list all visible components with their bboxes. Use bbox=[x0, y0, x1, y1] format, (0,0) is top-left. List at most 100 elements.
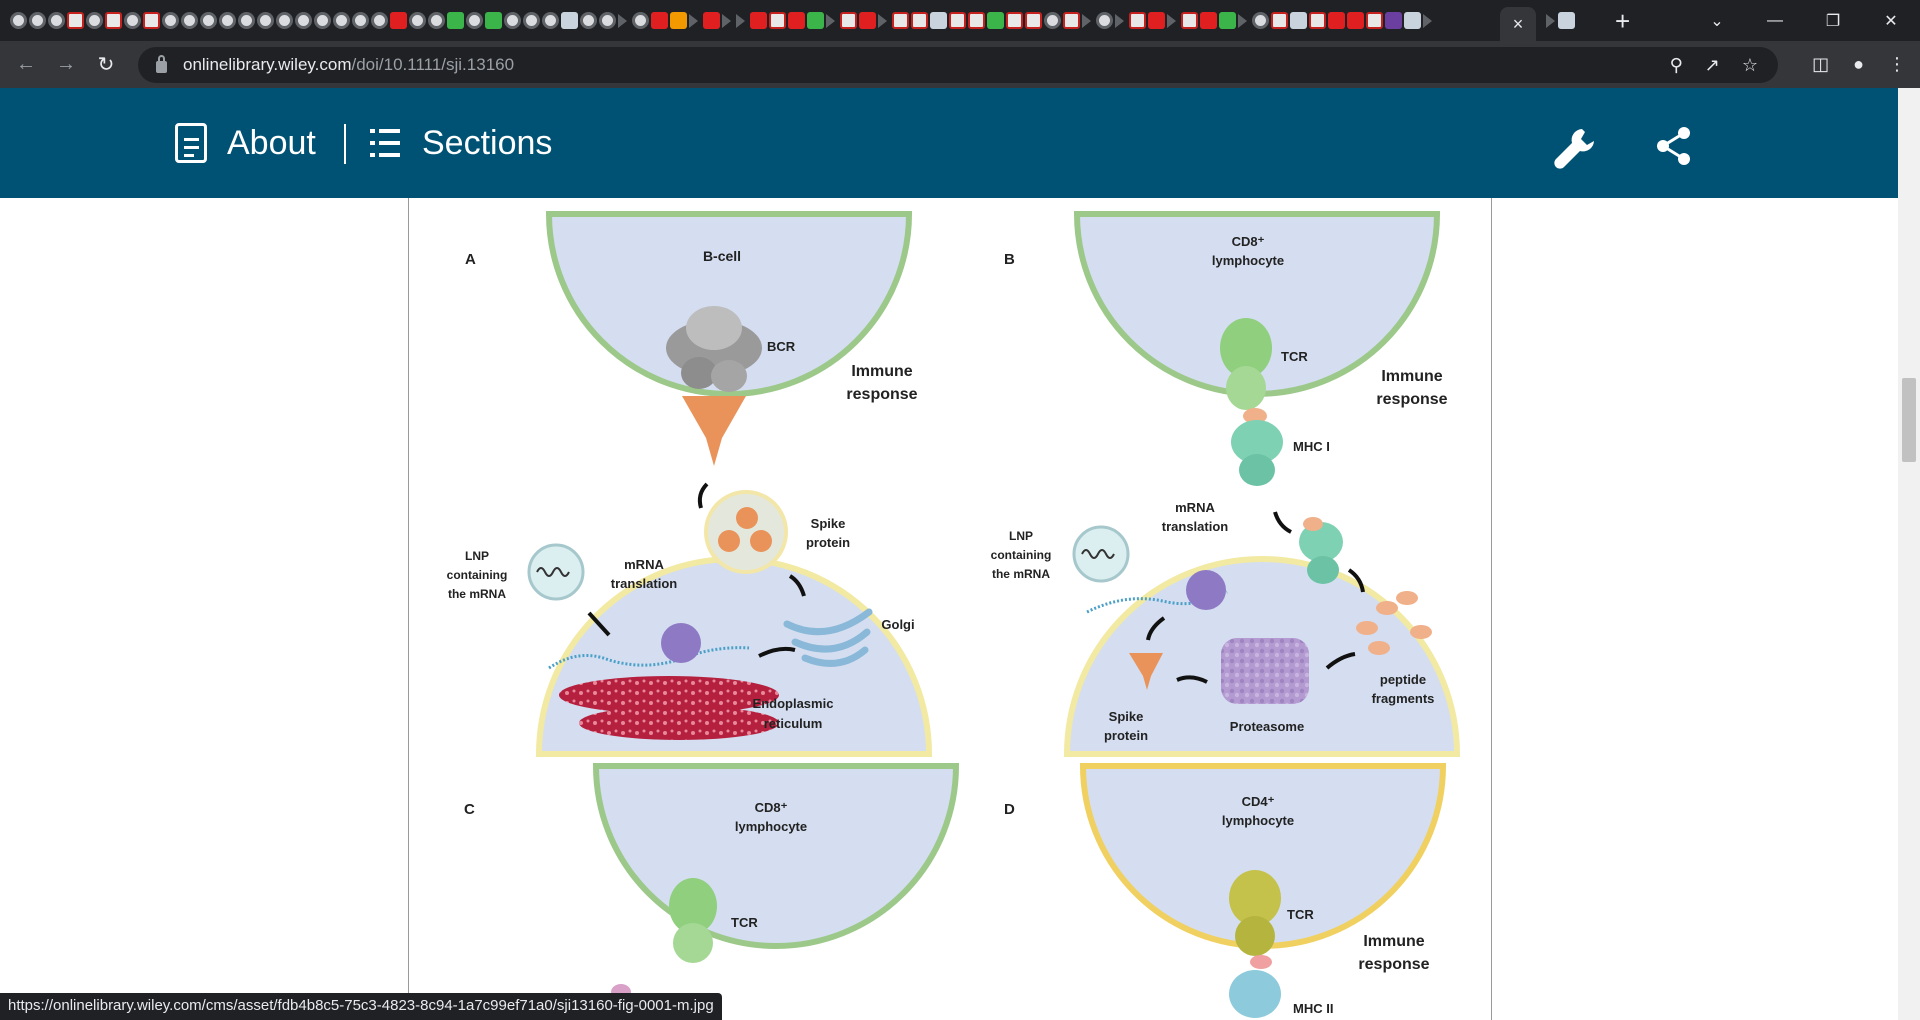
page-scrollbar-track[interactable] bbox=[1898, 88, 1920, 1020]
tab-favicon[interactable] bbox=[911, 12, 928, 29]
tab-favicon[interactable] bbox=[485, 12, 502, 29]
tab-favicon[interactable] bbox=[840, 12, 857, 29]
tab-favicon[interactable] bbox=[1238, 13, 1250, 28]
tab-favicon[interactable] bbox=[200, 12, 217, 29]
tab-favicon[interactable] bbox=[1096, 12, 1113, 29]
tab-favicon[interactable] bbox=[1219, 12, 1236, 29]
tab-favicon[interactable] bbox=[1309, 12, 1326, 29]
reload-icon[interactable]: ↻ bbox=[97, 54, 115, 76]
tab-search-icon[interactable]: ⌄ bbox=[1710, 12, 1724, 30]
tab-favicon[interactable] bbox=[1290, 12, 1307, 29]
tab-favicon[interactable] bbox=[333, 12, 350, 29]
tab-favicon[interactable] bbox=[736, 13, 748, 28]
new-tab-button[interactable]: + bbox=[1615, 5, 1631, 36]
tab-favicon[interactable] bbox=[632, 12, 649, 29]
back-icon[interactable]: ← bbox=[16, 53, 36, 75]
tab-favicon[interactable] bbox=[1546, 13, 1558, 28]
tab-favicon[interactable] bbox=[1063, 12, 1080, 29]
about-button[interactable]: About bbox=[175, 88, 316, 198]
tab-favicon[interactable] bbox=[428, 12, 445, 29]
page-scrollbar-thumb[interactable] bbox=[1902, 378, 1916, 462]
tab-favicon[interactable] bbox=[651, 12, 668, 29]
tab-favicon[interactable] bbox=[703, 12, 720, 29]
tab-favicon[interactable] bbox=[542, 12, 559, 29]
tab-favicon[interactable] bbox=[219, 12, 236, 29]
tab-favicon[interactable] bbox=[447, 12, 464, 29]
share-page-icon[interactable]: ↗ bbox=[1704, 54, 1720, 75]
share-icon[interactable] bbox=[1656, 126, 1692, 166]
tab-favicon[interactable] bbox=[295, 12, 312, 29]
figure-viewer[interactable]: A B-cell BCR Immune response LNP contain… bbox=[408, 198, 1492, 1020]
tab-favicon[interactable] bbox=[930, 12, 947, 29]
minimize-icon[interactable]: — bbox=[1767, 11, 1783, 29]
tab-favicon[interactable] bbox=[1558, 12, 1575, 29]
active-tab[interactable]: × bbox=[1500, 7, 1536, 41]
tab-favicon[interactable] bbox=[618, 13, 630, 28]
tab-favicon[interactable] bbox=[769, 12, 786, 29]
lock-icon[interactable] bbox=[156, 55, 167, 73]
tab-favicon[interactable] bbox=[314, 12, 331, 29]
tab-favicon[interactable] bbox=[788, 12, 805, 29]
tab-favicon[interactable] bbox=[670, 12, 687, 29]
tab-favicon[interactable] bbox=[352, 12, 369, 29]
tab-favicon[interactable] bbox=[1044, 12, 1061, 29]
tools-wrench-icon[interactable] bbox=[1552, 125, 1598, 171]
close-window-icon[interactable]: ✕ bbox=[1884, 12, 1898, 30]
tab-favicon[interactable] bbox=[1115, 13, 1127, 28]
tab-favicon[interactable] bbox=[807, 12, 824, 29]
tab-favicon[interactable] bbox=[1328, 12, 1345, 29]
tab-favicon[interactable] bbox=[1167, 13, 1179, 28]
zoom-icon[interactable]: ⚲ bbox=[1669, 54, 1683, 75]
tab-favicon[interactable] bbox=[48, 12, 65, 29]
tab-favicon[interactable] bbox=[1423, 13, 1435, 28]
tab-favicon[interactable] bbox=[181, 12, 198, 29]
tab-favicon[interactable] bbox=[987, 12, 1004, 29]
tab-favicon[interactable] bbox=[86, 12, 103, 29]
tab-favicon[interactable] bbox=[105, 12, 122, 29]
tab-favicon[interactable] bbox=[1252, 12, 1269, 29]
tab-favicon[interactable] bbox=[561, 12, 578, 29]
side-panel-icon[interactable]: ◫ bbox=[1812, 54, 1830, 74]
tab-favicon[interactable] bbox=[1404, 12, 1421, 29]
tab-favicon[interactable] bbox=[143, 12, 160, 29]
bookmark-star-icon[interactable]: ☆ bbox=[1741, 54, 1758, 75]
tab-favicon[interactable] bbox=[826, 13, 838, 28]
tab-favicon[interactable] bbox=[722, 13, 734, 28]
tab-favicon[interactable] bbox=[859, 12, 876, 29]
tab-favicon[interactable] bbox=[1181, 12, 1198, 29]
tab-favicon[interactable] bbox=[10, 12, 27, 29]
tab-favicon[interactable] bbox=[1082, 13, 1094, 28]
tab-favicon[interactable] bbox=[892, 12, 909, 29]
tab-favicon[interactable] bbox=[1385, 12, 1402, 29]
tab-favicon[interactable] bbox=[67, 12, 84, 29]
tab-favicon[interactable] bbox=[276, 12, 293, 29]
sections-button[interactable]: Sections bbox=[370, 88, 552, 198]
tab-favicon[interactable] bbox=[949, 12, 966, 29]
tab-favicon[interactable] bbox=[257, 12, 274, 29]
tab-favicon[interactable] bbox=[371, 12, 388, 29]
close-tab-icon[interactable]: × bbox=[1512, 13, 1524, 34]
restore-icon[interactable]: ❐ bbox=[1825, 12, 1841, 30]
forward-icon[interactable]: → bbox=[56, 53, 76, 75]
tab-favicon[interactable] bbox=[29, 12, 46, 29]
tab-favicon[interactable] bbox=[1366, 12, 1383, 29]
tab-favicon[interactable] bbox=[1200, 12, 1217, 29]
tab-favicon[interactable] bbox=[124, 12, 141, 29]
tab-favicon[interactable] bbox=[580, 12, 597, 29]
tab-favicon[interactable] bbox=[466, 12, 483, 29]
tab-favicon[interactable] bbox=[238, 12, 255, 29]
tab-favicon[interactable] bbox=[599, 12, 616, 29]
menu-icon[interactable]: ⋮ bbox=[1888, 54, 1906, 74]
tab-favicon[interactable] bbox=[1129, 12, 1146, 29]
tab-favicon[interactable] bbox=[523, 12, 540, 29]
tab-favicon[interactable] bbox=[390, 12, 407, 29]
tab-favicon[interactable] bbox=[968, 12, 985, 29]
tab-favicon[interactable] bbox=[1271, 12, 1288, 29]
tab-favicon[interactable] bbox=[162, 12, 179, 29]
tab-favicon[interactable] bbox=[1006, 12, 1023, 29]
profile-icon[interactable]: ● bbox=[1853, 54, 1864, 74]
address-bar[interactable]: onlinelibrary.wiley.com /doi/10.1111/sji… bbox=[138, 47, 1778, 83]
tab-favicon[interactable] bbox=[1347, 12, 1364, 29]
tab-favicon[interactable] bbox=[750, 12, 767, 29]
tab-favicon[interactable] bbox=[878, 13, 890, 28]
